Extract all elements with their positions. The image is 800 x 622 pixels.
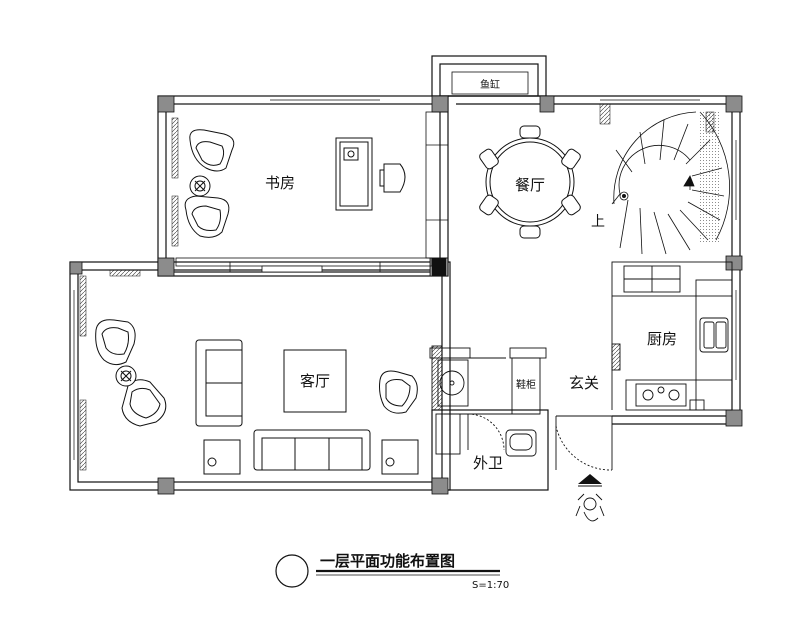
column-black: [432, 258, 446, 276]
plan-scale: S=1:70: [472, 580, 509, 591]
kitchen: [611, 261, 733, 411]
kitchen-label: 厨房: [647, 330, 677, 348]
wall-columns: [69, 95, 743, 495]
foyer-label: 玄关: [569, 374, 599, 392]
entrance-arrow: [578, 474, 602, 487]
dining-label: 餐厅: [515, 176, 545, 194]
living-label: 客厅: [300, 372, 330, 390]
windows: [69, 95, 741, 491]
title-block: 一层平面功能布置图 S=1:70: [275, 552, 509, 591]
curtains: [79, 103, 715, 471]
living-furniture: [95, 319, 419, 475]
study-bookshelf: [425, 111, 449, 259]
plan-title: 一层平面功能布置图: [320, 552, 455, 570]
dining-table-set: [479, 125, 581, 239]
fish-tank: 鱼缸: [451, 71, 529, 95]
spiral-staircase: [611, 111, 730, 255]
stairs-up-label: 上: [591, 214, 605, 230]
title-circle: [275, 554, 309, 588]
foyer-block: [429, 345, 613, 490]
person-figure-icon: [575, 493, 605, 522]
guest-bath-label: 外卫: [473, 454, 503, 472]
shoe-cabinet-label: 鞋柜: [516, 378, 536, 391]
study-bottom-wall: [175, 257, 433, 273]
study-label: 书房: [265, 174, 295, 192]
study-furniture: [184, 129, 406, 238]
fish-tank-label: 鱼缸: [480, 78, 500, 91]
